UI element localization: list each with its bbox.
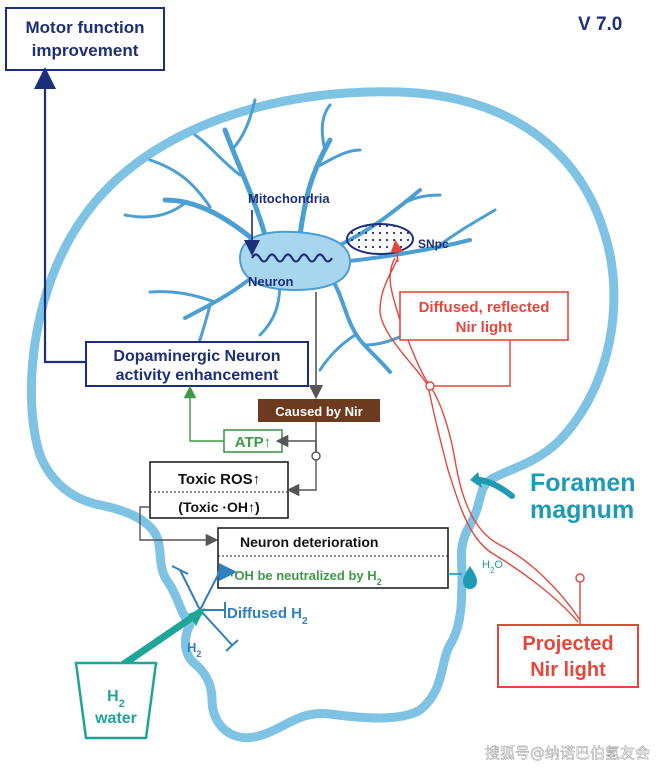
water-uptake-arrow [114,608,204,672]
water-cup-word: water [94,710,137,727]
toxic-ros-label: Toxic ROS↑ [178,471,260,488]
oh-neutralized-label: ·OH be neutralized by H2 [230,568,382,587]
cause-to-atp-arrow [275,434,317,452]
diffused-nir-line2: Nir light [456,319,513,336]
diffused-h2-label: Diffused H2 [227,605,308,627]
foramen-line1: Foramen [530,469,636,497]
caused-by-nir-badge [258,399,380,422]
diffusion-inhibitor-arrows [171,563,239,652]
ros-to-deterioration-arrow [139,506,219,547]
diffused-nir-connector [432,340,511,387]
atp-label: ATP↑ [235,434,271,451]
projected-nir-line1: Projected [522,633,613,655]
junction-node [311,451,321,461]
toxic-ros-box [149,461,289,519]
foramen-arrowhead [470,472,482,488]
dopaminergic-box [85,341,309,387]
head-outline [26,87,619,743]
nir-entry-node [575,573,585,583]
neuron-label: Neuron [248,274,294,289]
toxic-oh-label: (Toxic ·OH↑) [178,499,259,515]
cause-to-ros-arrow [286,460,317,497]
dopaminergic-line2: activity enhancement [116,367,279,384]
arrow-to-motor [34,67,86,364]
h2-water-cup [74,661,158,740]
neuron-illustration [123,98,497,374]
diffused-nir-line1: Diffused, reflected [419,299,550,316]
projected-nir-line2: Nir light [530,659,606,681]
foramen-line2: magnum [530,496,634,524]
water-cup-h2-label: H2 [107,688,125,710]
caused-by-nir-label: Caused by Nir [275,404,362,419]
snpc-label: SNpc [418,237,449,251]
h2o-label: H2O [482,559,503,575]
neuron-deterioration-box [217,527,449,589]
dopaminergic-line1: Dopaminergic Neuron [113,348,280,365]
atp-to-dopa-arrow [183,385,224,442]
motor-function-line1: Motor function [26,18,145,37]
neuron-deterioration-label: Neuron deterioration [240,534,378,550]
snpc-region [346,223,414,255]
water-uptake-arrowhead [188,608,205,626]
water-drop-icon [463,566,477,589]
nir-to-snpc-arrow [390,239,404,263]
motor-function-line2: improvement [32,41,139,60]
foramen-arrow [477,477,515,499]
h2-small-label: H2 [187,640,201,659]
mitochondria-label: Mitochondria [248,191,330,206]
mitochondria-shape [251,253,333,263]
watermark: 搜狐号@纳诺巴伯氢友会 [485,744,650,762]
projected-nir-box [497,624,639,688]
motor-function-box [5,7,165,71]
nir-junction-node [425,381,435,391]
version-label: V 7.0 [578,14,622,35]
diffused-nir-box [399,291,569,341]
